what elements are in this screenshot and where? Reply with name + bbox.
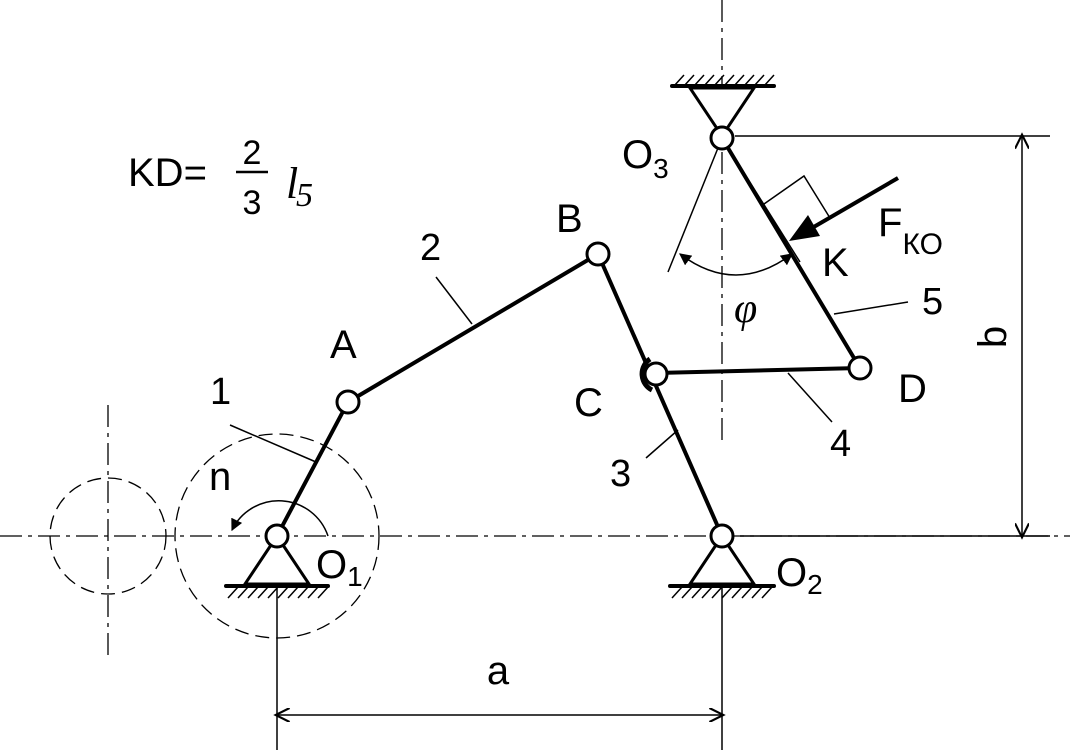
label-link-3: 3 [610, 453, 631, 495]
links [275, 136, 862, 538]
angle-phi-arc [679, 253, 793, 276]
joint-o3 [709, 125, 735, 151]
dimension-a-label: a [487, 649, 510, 693]
link-labels: 1 2 3 4 5 [210, 227, 943, 495]
joint-c [643, 361, 669, 387]
link-4-rod [654, 366, 862, 375]
right-angle-mark [763, 174, 831, 219]
formula-length-subscript: 5 [296, 177, 313, 214]
link-5-rocker [720, 136, 862, 370]
force-fko [763, 174, 900, 241]
label-link-2: 2 [420, 227, 441, 269]
dimension-a: a [277, 570, 722, 750]
link-1-crank [275, 400, 350, 538]
auxiliary-circle [49, 477, 167, 595]
label-o2: O2 [776, 551, 823, 600]
dimension-b: b [735, 136, 1050, 536]
label-link-1: 1 [210, 371, 231, 413]
label-force-fko: FКО [878, 201, 943, 261]
c-joint-bracket [639, 356, 654, 393]
formula-length-symbol: l [286, 159, 298, 208]
support-o2 [668, 533, 776, 599]
label-angle-phi: φ [734, 286, 757, 332]
joint-a [335, 389, 361, 415]
support-o3 [670, 74, 776, 139]
label-b: B [556, 197, 583, 241]
support-o1 [224, 533, 330, 599]
formula-numerator: 2 [243, 134, 262, 172]
dimension-b-label: b [971, 326, 1015, 348]
force-fko-arrowhead [789, 215, 820, 241]
point-labels: A B C D K O1 O2 O3 [316, 133, 927, 600]
formula-lhs: KD= [128, 151, 207, 195]
formula: KD= 2 3 l 5 [128, 134, 313, 222]
joints [264, 125, 873, 549]
label-link-5: 5 [922, 281, 943, 323]
joint-d [847, 355, 873, 381]
joint-o2 [709, 523, 735, 549]
label-d: D [898, 367, 927, 411]
centerlines [0, 0, 1070, 660]
force-fko-line [810, 176, 900, 230]
label-o1: O1 [316, 543, 363, 592]
joint-b [585, 241, 611, 267]
label-k: K [822, 241, 849, 285]
label-link-4: 4 [830, 423, 851, 465]
label-o3: O3 [622, 133, 669, 184]
label-c: C [574, 381, 603, 425]
formula-denominator: 3 [243, 184, 262, 222]
label-rotation-n: n [209, 455, 231, 499]
angle-phi [667, 137, 801, 276]
link-3-rocker [596, 252, 724, 538]
leader-lines [229, 276, 909, 463]
label-a: A [330, 323, 357, 367]
link-2-coupler [346, 252, 600, 404]
joint-o1 [264, 523, 290, 549]
rotation-arrow [231, 499, 329, 537]
